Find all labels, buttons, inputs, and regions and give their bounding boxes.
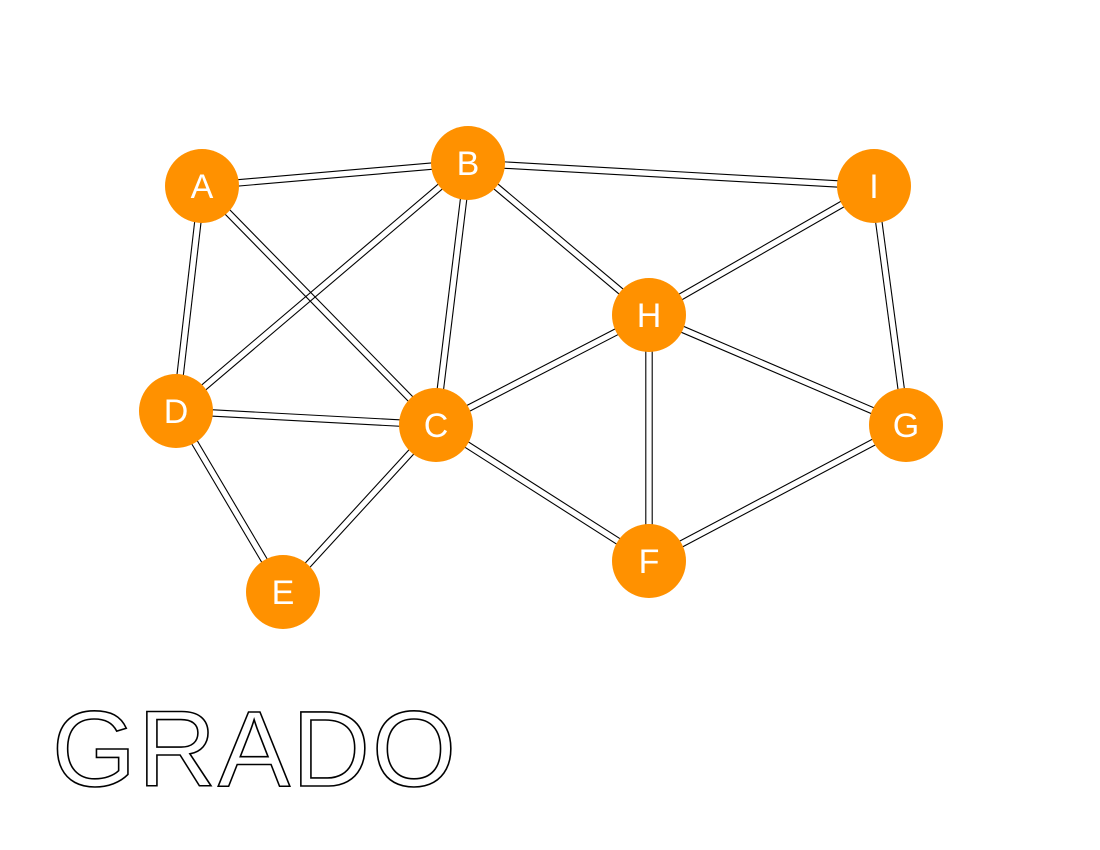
edge-line	[175, 413, 436, 429]
edge-line	[437, 317, 651, 429]
edge-line	[647, 421, 905, 559]
edge-b-i	[467, 159, 875, 190]
node-circle	[612, 524, 686, 598]
edge-line	[647, 317, 905, 429]
edge-b-h	[465, 160, 652, 318]
edge-h-f	[645, 315, 653, 561]
edge-line	[465, 165, 648, 318]
edge-line	[870, 186, 904, 426]
node-circle	[837, 149, 911, 223]
node-circle	[399, 388, 473, 462]
node-f: F	[612, 524, 686, 598]
edge-line	[467, 165, 874, 190]
node-h: H	[612, 278, 686, 352]
edge-line	[280, 422, 435, 591]
node-label: C	[424, 407, 449, 445]
node-circle	[431, 126, 505, 200]
edge-line	[876, 185, 910, 425]
edge-line	[202, 165, 469, 190]
node-label: E	[272, 574, 295, 612]
node-circle	[869, 388, 943, 462]
node-circle	[165, 149, 239, 223]
node-label: A	[191, 168, 214, 206]
edge-line	[201, 159, 468, 184]
edge-a-c	[199, 183, 439, 428]
node-b: B	[431, 126, 505, 200]
edges-layer	[172, 159, 910, 595]
edge-line	[647, 182, 873, 313]
edge-c-e	[280, 422, 439, 595]
node-label: B	[457, 145, 480, 183]
edge-line	[176, 407, 437, 423]
node-d: D	[139, 374, 213, 448]
node-g: G	[869, 388, 943, 462]
edge-line	[178, 186, 206, 412]
node-label: D	[164, 393, 189, 431]
edge-line	[173, 160, 467, 409]
node-c: C	[399, 388, 473, 462]
edge-line	[438, 163, 472, 426]
edge-b-d	[173, 160, 471, 414]
edge-line	[284, 426, 439, 595]
node-i: I	[837, 149, 911, 223]
nodes-layer: A B I H D C G F E	[139, 126, 943, 629]
node-a: A	[165, 149, 239, 223]
node-circle	[246, 555, 320, 629]
edge-line	[434, 311, 648, 423]
edge-line	[199, 187, 435, 428]
node-circle	[612, 278, 686, 352]
diagram-title: GRADO	[52, 688, 458, 809]
edge-line	[650, 311, 908, 423]
node-circle	[139, 374, 213, 448]
node-label: F	[639, 543, 660, 581]
edge-line	[432, 162, 466, 425]
edge-i-g	[870, 185, 910, 426]
edge-a-d	[172, 185, 206, 412]
node-label: H	[637, 297, 662, 335]
edge-line	[468, 159, 875, 184]
edge-a-b	[201, 159, 469, 190]
node-label: I	[869, 168, 878, 206]
edge-line	[650, 188, 876, 319]
edge-line	[177, 165, 471, 414]
edge-line	[437, 421, 652, 559]
edge-b-c	[432, 162, 472, 426]
edge-h-g	[647, 311, 908, 429]
node-label: G	[893, 407, 919, 445]
edge-line	[203, 183, 439, 424]
node-e: E	[246, 555, 320, 629]
edge-line	[172, 185, 200, 411]
edge-line	[433, 427, 648, 565]
edge-line	[469, 160, 652, 313]
edge-line	[650, 427, 908, 565]
edge-i-h	[647, 182, 876, 319]
edge-c-f	[433, 421, 652, 565]
edge-d-c	[175, 407, 437, 429]
edge-c-h	[434, 311, 651, 429]
edge-g-f	[647, 421, 908, 565]
